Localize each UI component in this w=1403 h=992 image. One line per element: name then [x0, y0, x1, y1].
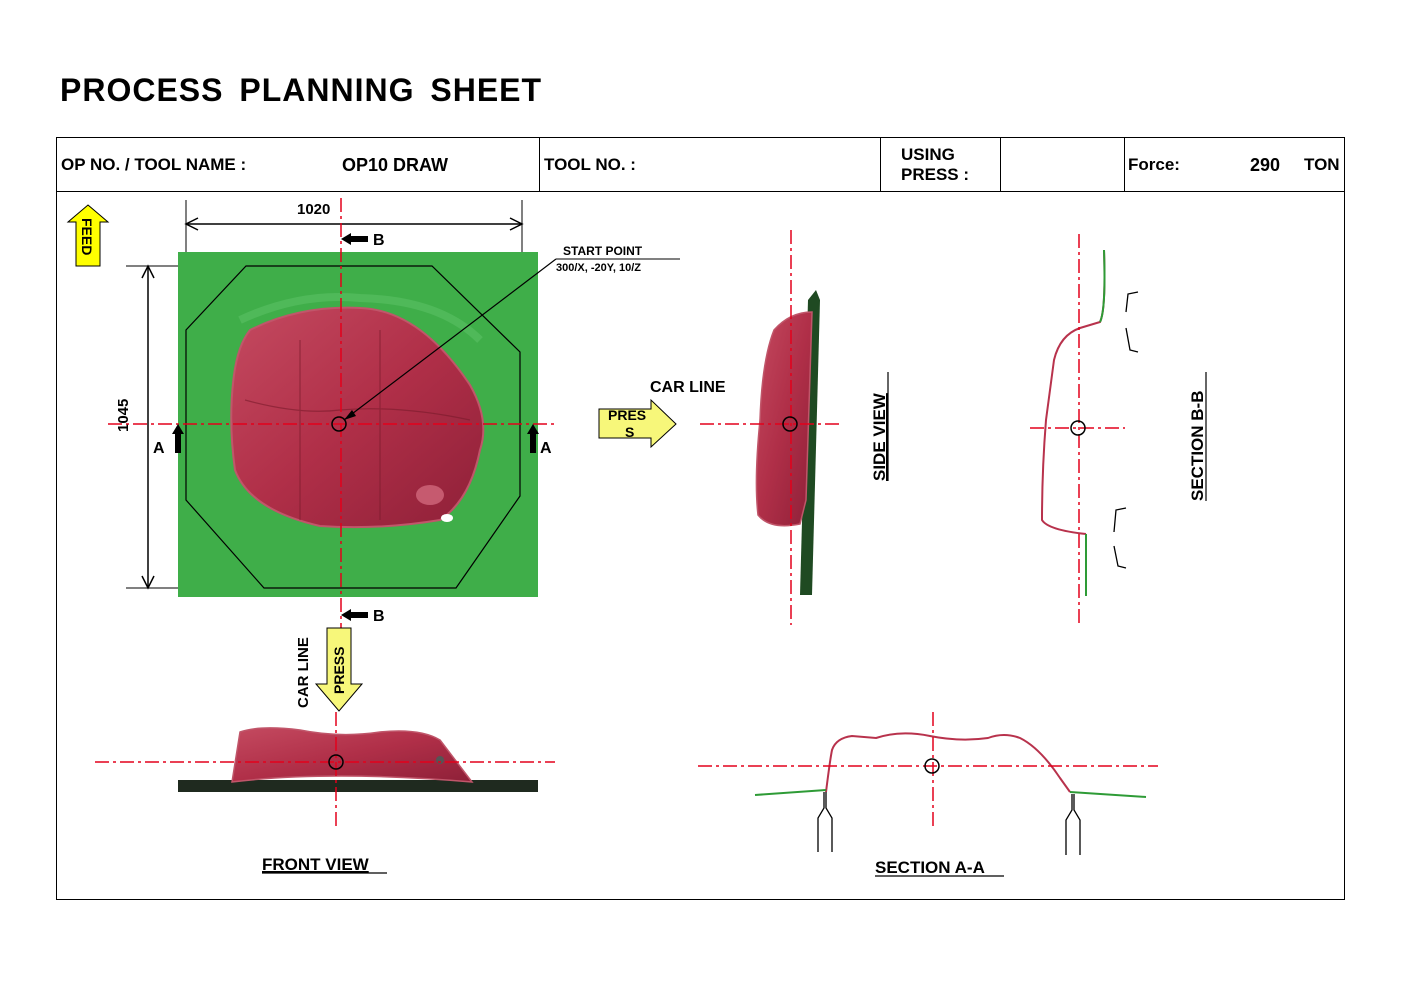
press-label: PRESS : — [901, 165, 970, 184]
car-line-vertical-label: CAR LINE — [295, 637, 312, 708]
force-label: Force: — [1128, 155, 1180, 174]
force-unit: TON — [1304, 155, 1340, 174]
section-a-right-marker: A — [527, 424, 552, 457]
front-view-drawing — [95, 712, 555, 830]
side-view-label: SIDE VIEW — [870, 392, 889, 481]
section-a-left-marker: A — [153, 424, 184, 457]
op-value: OP10 DRAW — [342, 155, 449, 175]
svg-text:A: A — [153, 440, 165, 457]
svg-text:B: B — [373, 608, 385, 625]
feed-label: FEED — [79, 218, 95, 255]
press-direction-arrow: PRES S — [598, 398, 677, 449]
svg-text:PRES: PRES — [608, 407, 646, 423]
start-point-coords: 300/X, -20Y, 10/Z — [556, 262, 641, 274]
svg-text:B: B — [373, 232, 385, 249]
side-view-drawing — [700, 230, 840, 625]
car-line-label: CAR LINE — [650, 379, 726, 396]
force-value: 290 — [1250, 155, 1281, 175]
tool-cell: TOOL NO. : — [540, 138, 881, 191]
top-view-centerlines — [108, 198, 555, 630]
op-label: OP NO. / TOOL NAME : — [61, 155, 247, 174]
using-press-cell: USING PRESS : — [881, 138, 1001, 191]
height-dim-text: 1045 — [115, 399, 132, 432]
feed-arrow: FEED — [66, 204, 110, 267]
front-view-label: FRONT VIEW — [262, 855, 370, 874]
width-dim-text: 1020 — [297, 201, 330, 218]
header-row: OP NO. / TOOL NAME : OP10 DRAW TOOL NO. … — [57, 138, 1344, 192]
origin-marker — [331, 416, 347, 432]
section-aa-label: SECTION A-A — [875, 858, 985, 877]
section-b-bottom-marker: B — [341, 608, 385, 625]
tool-label: TOOL NO. : — [544, 155, 636, 174]
planning-sheet-frame: OP NO. / TOOL NAME : OP10 DRAW TOOL NO. … — [56, 137, 1345, 900]
press-value-cell — [1001, 138, 1125, 191]
section-bb-drawing — [1030, 234, 1139, 625]
start-point-callout: START POINT 300/X, -20Y, 10/Z — [343, 244, 680, 421]
section-b-top-marker: B — [341, 232, 385, 249]
using-label: USING — [901, 145, 955, 164]
section-bb-label: SECTION B-B — [1188, 391, 1207, 502]
press-down-arrow: PRESS — [314, 627, 364, 712]
svg-text:PRESS: PRESS — [331, 647, 347, 694]
force-cell: Force: 290 TON — [1125, 138, 1346, 191]
section-aa-drawing — [698, 712, 1158, 855]
page-title: PROCESS PLANNING SHEET — [60, 72, 543, 108]
blank-outline — [185, 265, 521, 589]
svg-text:S: S — [625, 424, 634, 440]
start-point-label: START POINT — [563, 244, 643, 258]
op-cell: OP NO. / TOOL NAME : OP10 DRAW — [57, 138, 540, 191]
svg-text:A: A — [540, 440, 552, 457]
